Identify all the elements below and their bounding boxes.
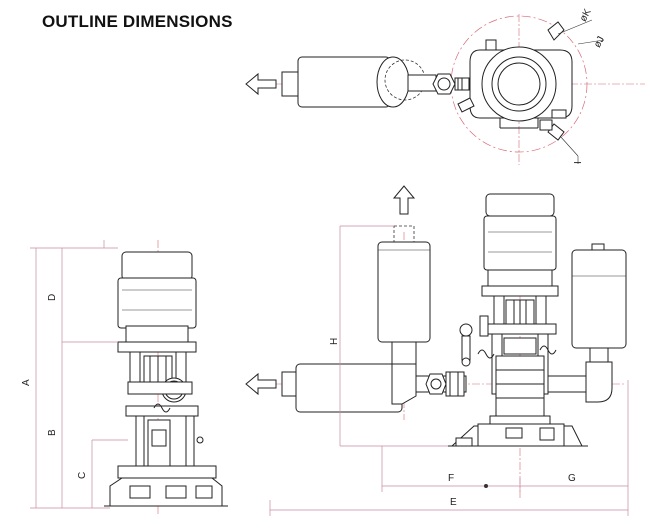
top-hex-nut <box>432 73 456 95</box>
label-F: F <box>448 473 454 484</box>
label-I: I <box>573 161 584 164</box>
front-dimensions <box>269 225 629 516</box>
flow-arrow-left-top <box>245 72 277 96</box>
accumulator-tank <box>571 249 627 349</box>
label-E: E <box>450 497 457 508</box>
front-view <box>245 185 627 500</box>
top-silencer <box>281 71 299 97</box>
label-C: C <box>77 472 88 479</box>
flow-arrow-left-front <box>245 372 277 396</box>
side-motor <box>121 251 193 281</box>
flow-arrow-up <box>392 185 416 215</box>
front-motor <box>485 193 555 217</box>
label-A: A <box>21 379 32 386</box>
dimension-dot <box>484 484 488 488</box>
label-G: G <box>568 473 576 484</box>
label-K: øK <box>578 7 594 24</box>
label-J: øJ <box>592 35 607 50</box>
side-dimensions <box>30 240 128 509</box>
label-B: B <box>47 429 58 436</box>
top-view <box>245 14 645 165</box>
label-H: H <box>329 338 340 345</box>
vertical-silencer <box>377 241 431 343</box>
drawing-title: OUTLINE DIMENSIONS <box>42 12 233 31</box>
label-D: D <box>47 294 58 301</box>
side-view <box>104 240 228 515</box>
horizontal-silencer <box>295 363 403 413</box>
